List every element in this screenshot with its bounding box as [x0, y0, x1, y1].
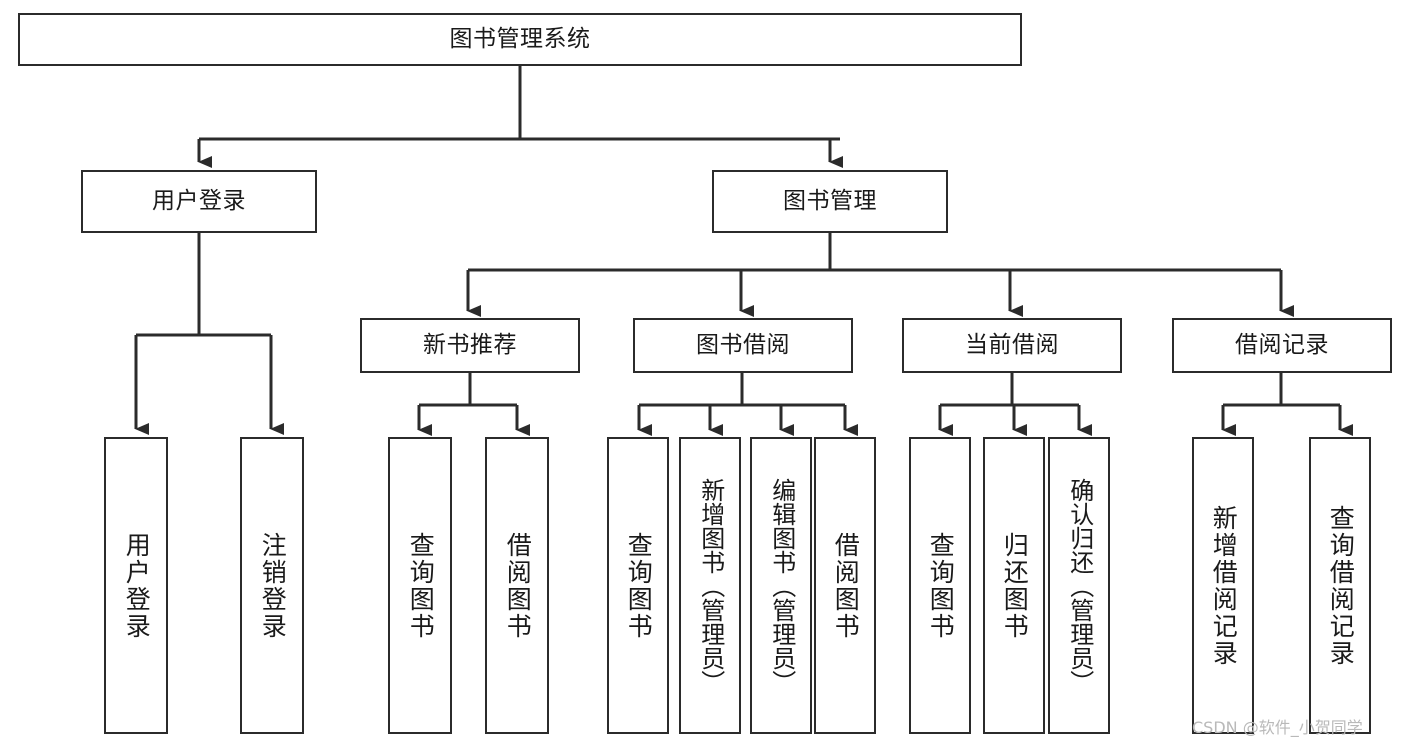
node-label: 查询图书: [926, 531, 956, 640]
node-leaf-confirm-return-admin[interactable]: 确认归还（管理员）: [1048, 437, 1110, 734]
node-user-login[interactable]: 用户登录: [81, 170, 317, 233]
node-leaf-add-borrow-record[interactable]: 新增借阅记录: [1192, 437, 1254, 734]
node-label: 查询借阅记录: [1326, 504, 1356, 667]
node-label: 借阅记录: [1235, 332, 1329, 358]
node-borrow-record[interactable]: 借阅记录: [1172, 318, 1392, 373]
node-label: 新书推荐: [423, 332, 517, 358]
node-leaf-add-book-admin[interactable]: 新增图书（管理员）: [679, 437, 741, 734]
node-label: 注销登录: [258, 531, 288, 640]
node-root-system[interactable]: 图书管理系统: [18, 13, 1022, 66]
node-leaf-query-book-recommend[interactable]: 查询图书: [388, 437, 452, 734]
node-book-borrow[interactable]: 图书借阅: [633, 318, 853, 373]
node-label: 归还图书: [1000, 531, 1030, 640]
node-label: 借阅图书: [503, 531, 533, 640]
node-label: 借阅图书: [831, 531, 861, 640]
node-label: 查询图书: [624, 531, 654, 640]
node-leaf-borrow-book[interactable]: 借阅图书: [814, 437, 876, 734]
node-label: 新增借阅记录: [1209, 504, 1239, 667]
node-label: 查询图书: [406, 531, 436, 640]
node-label: 用户登录: [152, 188, 246, 214]
node-leaf-borrow-book-recommend[interactable]: 借阅图书: [485, 437, 549, 734]
node-new-book-recommend[interactable]: 新书推荐: [360, 318, 580, 373]
node-label: 确认归还（管理员）: [1065, 477, 1094, 694]
node-label: 图书管理: [783, 188, 877, 214]
node-leaf-user-login[interactable]: 用户登录: [104, 437, 168, 734]
node-leaf-return-book[interactable]: 归还图书: [983, 437, 1045, 734]
node-current-borrow[interactable]: 当前借阅: [902, 318, 1122, 373]
node-book-management[interactable]: 图书管理: [712, 170, 948, 233]
csdn-watermark: CSDN @软件_小贺同学: [1192, 718, 1363, 737]
node-label: 图书借阅: [696, 332, 790, 358]
node-leaf-logout[interactable]: 注销登录: [240, 437, 304, 734]
node-label: 编辑图书（管理员）: [767, 477, 796, 694]
node-label: 图书管理系统: [449, 26, 591, 52]
node-label: 当前借阅: [965, 332, 1059, 358]
node-leaf-query-book-current[interactable]: 查询图书: [909, 437, 971, 734]
node-label: 用户登录: [122, 531, 152, 640]
node-leaf-edit-book-admin[interactable]: 编辑图书（管理员）: [750, 437, 812, 734]
node-label: 新增图书（管理员）: [696, 477, 725, 694]
node-leaf-query-book-borrow[interactable]: 查询图书: [607, 437, 669, 734]
node-leaf-query-borrow-record[interactable]: 查询借阅记录: [1309, 437, 1371, 734]
